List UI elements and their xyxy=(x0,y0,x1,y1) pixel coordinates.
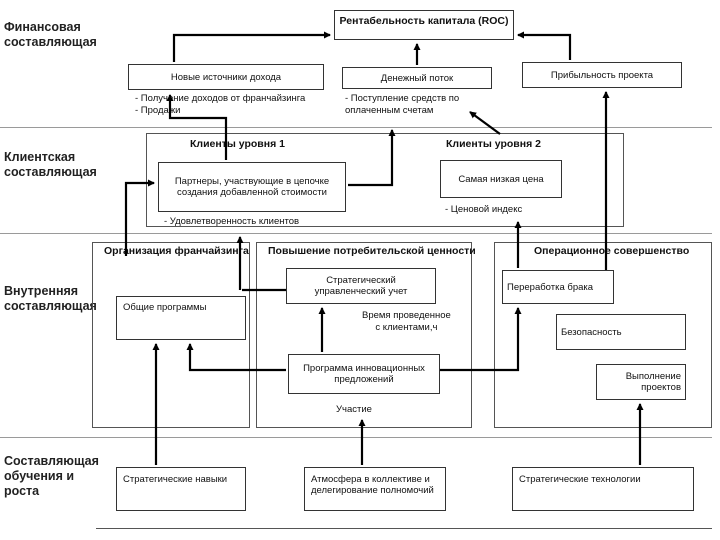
franchising-title: Организация франчайзинга xyxy=(104,245,249,257)
strategic-accounting-box: Стратегический управленческий учет xyxy=(286,268,436,304)
franchising-group xyxy=(92,242,250,428)
section-label-client: Клиентская составляющая xyxy=(4,150,97,179)
strategic-tech-box: Стратегические технологии xyxy=(512,467,694,511)
section-divider-3 xyxy=(0,437,712,438)
client-level1-title: Клиенты уровня 1 xyxy=(190,138,285,150)
innovation-program-box: Программа инновационных предложений xyxy=(288,354,440,394)
client-time-note: Время проведенное с клиентами,ч xyxy=(362,310,451,333)
section-label-internal: Внутренняя составляющая xyxy=(4,284,97,313)
roc-box: Рентабельность капитала (ROC) xyxy=(334,10,514,40)
lowest-price-box: Самая низкая цена xyxy=(440,160,562,198)
cash-measures-note: - Поступление средств по оплаченным счет… xyxy=(345,93,460,116)
arrow-level2-to-cash xyxy=(469,111,501,135)
section-divider-1 xyxy=(0,127,712,128)
project-completion-box: Выполнение проектов xyxy=(596,364,686,400)
satisfaction-note: - Удовлетворенность клиентов xyxy=(164,216,300,227)
value-title: Повышение потребительской ценности xyxy=(268,245,476,257)
rework-box: Переработка брака xyxy=(502,270,614,304)
strategic-skills-box: Стратегические навыки xyxy=(116,467,246,511)
new-income-box: Новые источники дохода xyxy=(128,64,324,90)
bottom-border xyxy=(96,528,712,529)
section-label-learning: Составляющая обучения и роста xyxy=(4,454,99,498)
section-label-financial: Финансовая составляющая xyxy=(4,20,97,49)
operational-title: Операционное совершенство xyxy=(534,245,690,257)
project-profit-box: Прибыльность проекта xyxy=(522,62,682,88)
income-measures-note: - Получение доходов от франчайзинга - Пр… xyxy=(135,93,306,116)
safety-box: Безопасность xyxy=(556,314,686,350)
arrow-income-to-roc xyxy=(172,31,331,62)
price-index-note: - Ценовой индекс xyxy=(445,204,523,215)
partners-box: Партнеры, участвующие в цепочке создания… xyxy=(158,162,346,212)
arrow-profit-to-roc xyxy=(517,31,572,60)
atmosphere-box: Атмосфера в коллективе и делегирование п… xyxy=(304,467,446,511)
cash-flow-box: Денежный поток xyxy=(342,67,492,89)
general-programs-box: Общие программы xyxy=(116,296,246,340)
participation-note: Участие xyxy=(336,404,372,415)
section-divider-2 xyxy=(0,233,712,234)
client-level2-title: Клиенты уровня 2 xyxy=(446,138,541,150)
